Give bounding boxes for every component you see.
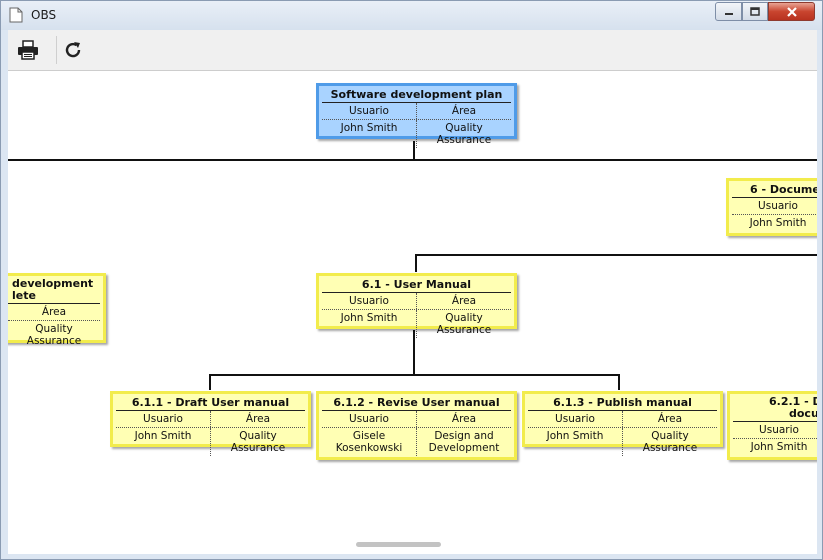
node-6-1[interactable]: 6.1 - User Manual Usuario Área John Smit… [316,273,517,338]
node-user: John Smith [134,430,192,442]
node-header-user: Usuario [349,105,389,117]
connector-line [415,254,417,272]
node-header-area: Área [41,306,67,318]
maximize-icon [750,6,760,16]
printer-icon [18,40,38,60]
node-6-2-1[interactable]: 6.2.1 - D docu Usuario John Smith [727,391,817,460]
node-6-1-2[interactable]: 6.1.2 - Revise User manual Usuario Área … [316,391,517,460]
node-title: 6.1.1 - Draft User manual [116,394,305,411]
document-icon [9,7,23,23]
node-user: John Smith [749,217,807,229]
minimize-button[interactable] [715,2,742,21]
horizontal-scrollbar-thumb[interactable] [356,542,441,547]
title-bar: OBS [1,1,822,30]
node-area: Quality Assurance [416,310,511,338]
node-header-user: Usuario [143,413,183,425]
node-header-area: Área [416,411,511,427]
node-title-line: development [12,277,94,290]
close-button[interactable] [768,2,815,21]
connector-line [8,159,817,161]
refresh-icon [65,42,81,58]
node-title-line: docu [789,407,817,420]
node-header-user: Usuario [555,413,595,425]
node-6[interactable]: 6 - Docume Usuario John Smith [726,178,817,236]
node-header-user: Usuario [349,295,389,307]
close-icon [786,6,797,17]
node-title-line: lete [12,289,36,302]
node-user: John Smith [750,441,808,453]
node-header-user: Usuario [759,424,799,436]
node-header-user: Usuario [349,413,389,425]
node-title: 6.1.2 - Revise User manual [322,394,511,411]
node-title: development lete [8,276,100,304]
node-area: Quality Assurance [416,120,511,148]
connector-line [415,254,817,256]
connector-line [618,374,620,390]
minimize-icon [724,12,733,15]
node-title: Software development plan [322,86,511,103]
node-area: Quality Assurance [26,323,82,347]
window-title: OBS [31,8,57,22]
print-button[interactable] [14,36,42,64]
org-chart-canvas[interactable]: Software development plan Usuario Área J… [8,71,817,554]
node-title: 6.2.1 - D docu [733,394,817,422]
node-user: John Smith [546,430,604,442]
node-user: John Smith [340,122,398,134]
node-area: Design and Development [416,428,511,456]
node-root[interactable]: Software development plan Usuario Área J… [316,83,517,148]
node-title: 6.1.3 - Publish manual [528,394,717,411]
node-header-area: Área [210,411,305,427]
node-6-1-3[interactable]: 6.1.3 - Publish manual Usuario Área John… [522,391,723,456]
node-title-line: 6.2.1 - D [769,395,817,408]
node-header-area: Área [622,411,717,427]
node-6-1-1[interactable]: 6.1.1 - Draft User manual Usuario Área J… [110,391,311,456]
connector-line [209,374,620,376]
node-header-user: Usuario [758,200,798,212]
connector-line [209,374,211,390]
node-header-area: Área [416,103,511,119]
node-user: John Smith [340,312,398,324]
node-title: 6.1 - User Manual [322,276,511,293]
toolbar-separator [56,36,57,64]
connector-line [413,141,415,160]
node-header-area: Área [416,293,511,309]
node-left-partial[interactable]: development lete Área Quality Assurance [8,273,106,347]
refresh-button[interactable] [59,36,87,64]
node-area: Quality Assurance [210,428,305,456]
connector-line [413,330,415,375]
node-area: Quality Assurance [622,428,717,456]
node-user: Gisele Kosenkowski [335,430,403,454]
toolbar [8,30,817,71]
node-title: 6 - Docume [732,181,817,198]
maximize-button[interactable] [742,2,768,21]
